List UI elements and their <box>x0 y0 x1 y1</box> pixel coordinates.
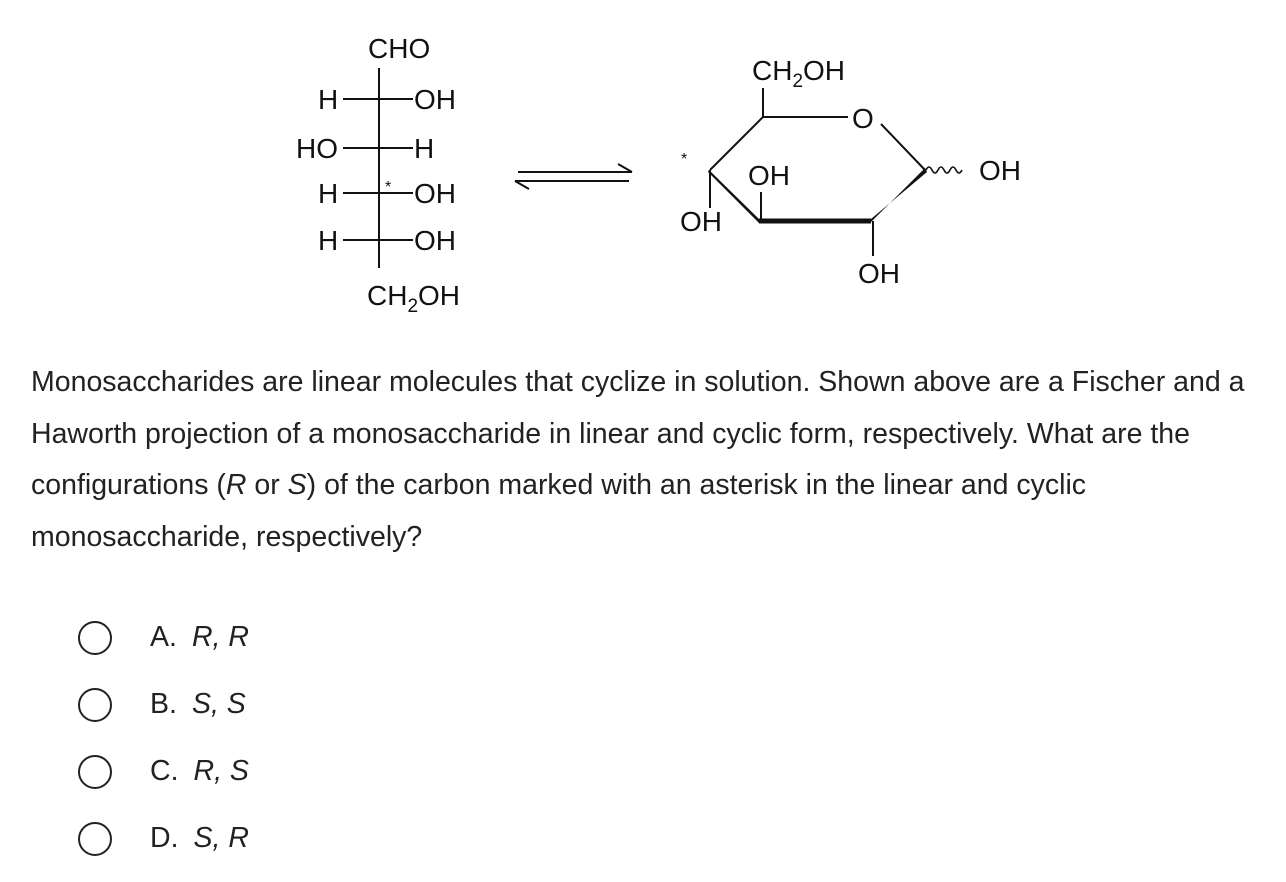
answer-options: A. R, R B. S, S C. R, S D. S, R <box>78 604 249 872</box>
fischer-asterisk: * <box>385 179 391 196</box>
fischer-bottom-group: CH2OH <box>367 280 460 317</box>
haworth-ch2oh: CH2OH <box>752 55 845 92</box>
option-d[interactable]: D. S, R <box>78 805 249 872</box>
option-letter: D. <box>150 822 179 854</box>
option-a[interactable]: A. R, R <box>78 604 249 671</box>
option-letter: B. <box>150 688 177 720</box>
r-label: R <box>225 469 247 501</box>
fischer-row2-right: H <box>414 133 434 164</box>
option-b[interactable]: B. S, S <box>78 671 249 738</box>
fischer-row4-right: OH <box>414 225 456 256</box>
haworth-ring-c1-c2-bold <box>871 168 927 222</box>
fischer-projection: CHO H OH HO H H OH * H OH CH2OH <box>296 33 460 317</box>
haworth-ring-o-c1 <box>880 123 926 171</box>
fischer-top-group: CHO <box>368 33 430 64</box>
option-answer: S, R <box>193 822 249 854</box>
s-label: S <box>287 469 307 501</box>
haworth-ring-c4-c3-bold <box>708 170 759 223</box>
fischer-row1-right: OH <box>414 84 456 115</box>
fischer-row2-left: HO <box>296 133 338 164</box>
haworth-ring-c5-c4 <box>709 116 764 171</box>
haworth-projection: CH2OH O * OH OH OH OH <box>680 55 1021 289</box>
haworth-c2-oh: OH <box>858 258 900 289</box>
fischer-row4-left: H <box>318 225 338 256</box>
option-letter: A. <box>150 621 177 653</box>
radio-icon[interactable] <box>78 821 112 856</box>
haworth-c4-oh: OH <box>680 206 722 237</box>
option-answer: S, S <box>191 688 246 720</box>
haworth-ring-oxygen: O <box>852 103 874 134</box>
radio-icon[interactable] <box>78 687 112 722</box>
option-answer: R, S <box>193 755 249 787</box>
structure-figure: CHO H OH HO H H OH * H OH CH2OH CH2OH O <box>296 33 1021 317</box>
haworth-c1-oh: OH <box>979 155 1021 186</box>
option-letter: C. <box>150 755 179 787</box>
haworth-c3-oh: OH <box>748 160 790 191</box>
fischer-row3-right: OH <box>414 178 456 209</box>
radio-icon[interactable] <box>78 620 112 655</box>
question-text: Monosaccharides are linear molecules tha… <box>31 366 1245 553</box>
haworth-asterisk: * <box>681 151 687 168</box>
haworth-c1-wavy-bond <box>925 166 963 174</box>
equilibrium-arrows <box>514 163 633 190</box>
fischer-row3-left: H <box>318 178 338 209</box>
fischer-row1-left: H <box>318 84 338 115</box>
option-c[interactable]: C. R, S <box>78 738 249 805</box>
radio-icon[interactable] <box>78 754 112 789</box>
option-answer: R, R <box>191 621 249 653</box>
